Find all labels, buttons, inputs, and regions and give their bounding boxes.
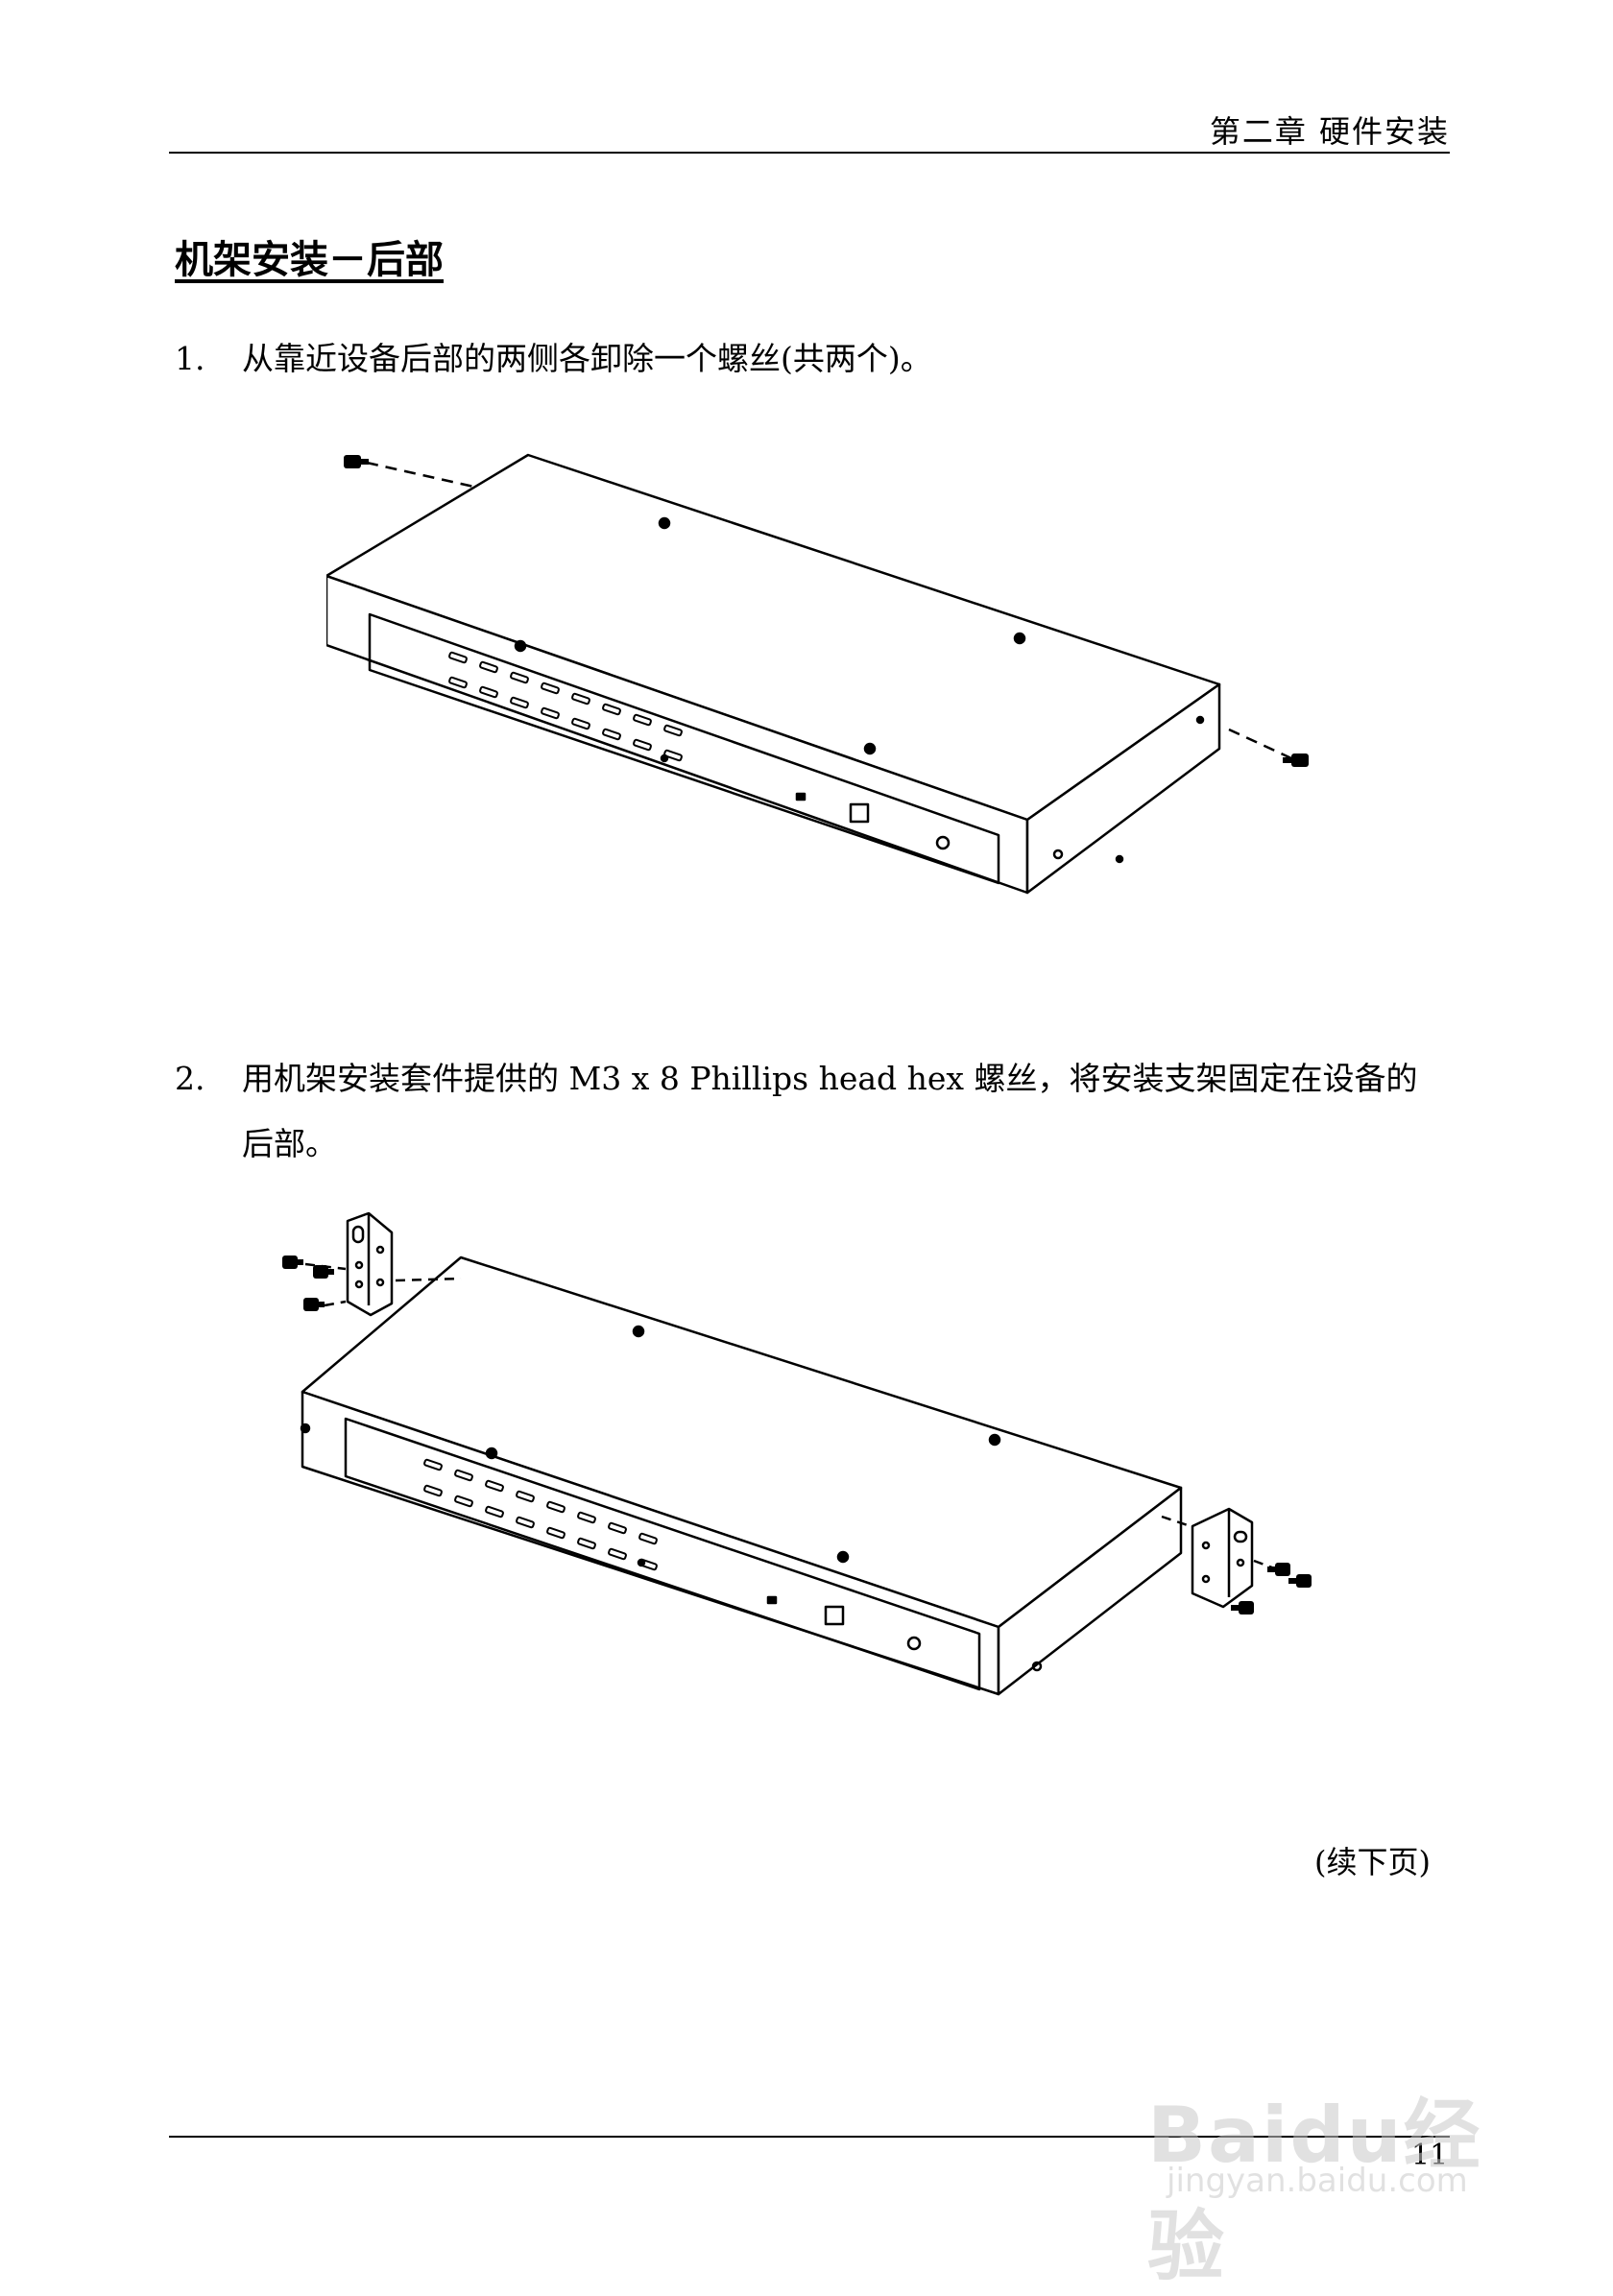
watermark-url: jingyan.baidu.com — [1167, 2162, 1468, 2200]
figure-remove-screws — [326, 453, 1309, 895]
footer-rule — [169, 2136, 1450, 2138]
header-rule — [169, 152, 1450, 154]
baidu-watermark: Baidu经验 jingyan.baidu.com — [1147, 2054, 1531, 2291]
step-number: 1. — [175, 340, 205, 377]
section-title: 机架安装－后部 — [175, 238, 444, 282]
step-text: 从靠近设备后部的两侧各卸除一个螺丝(共两个)。 — [242, 340, 932, 377]
watermark-logo: Baidu经验 — [1147, 2091, 1482, 2291]
step-number: 2. — [175, 1060, 205, 1097]
figure-attach-brackets — [282, 1211, 1312, 1696]
step-text: 用机架安装套件提供的 M3 x 8 Phillips head hex 螺丝，将… — [242, 1060, 1418, 1162]
continued-note: (续下页) — [1314, 1844, 1431, 1880]
page-number: 11 — [1411, 2139, 1449, 2172]
chapter-header: 第二章 硬件安装 — [1209, 113, 1450, 150]
